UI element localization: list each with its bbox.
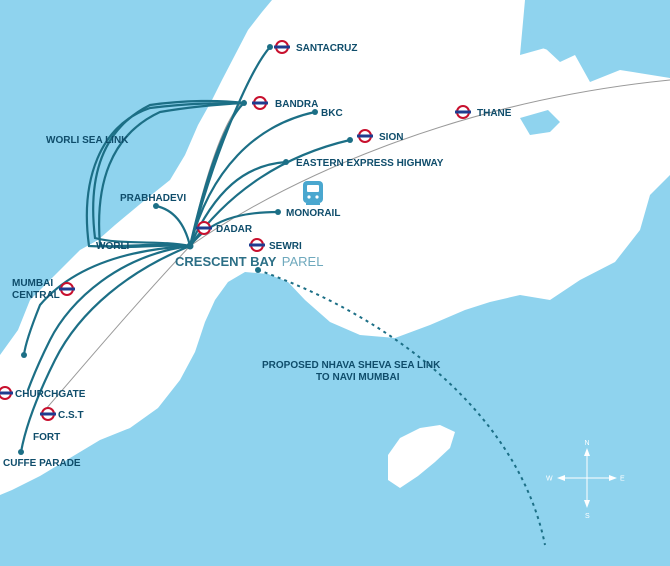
label-sewri: SEWRI xyxy=(269,241,302,252)
label-proposed-line2: TO NAVI MUMBAI xyxy=(316,372,400,383)
label-bandra: BANDRA xyxy=(275,99,318,110)
label-churchgate: CHURCHGATE xyxy=(15,389,86,400)
rail-station-icon xyxy=(59,282,75,296)
label-proposed-line1: PROPOSED NHAVA SHEVA SEA LINK xyxy=(262,360,441,371)
label-eastern-express-highway: EASTERN EXPRESS HIGHWAY xyxy=(296,158,444,169)
proposed-sea-link-route xyxy=(257,269,546,546)
route-worli-sea-link-3 xyxy=(98,101,246,249)
rail-station-icon xyxy=(455,105,471,119)
label-fort: FORT xyxy=(33,432,60,443)
route-endpoints xyxy=(18,44,353,455)
label-worli: WORLI xyxy=(96,241,130,252)
route-worli-sea-link-2 xyxy=(85,101,246,248)
compass-s: S xyxy=(585,513,590,520)
route-bkc xyxy=(188,110,317,248)
hub-title: CRESCENT BAY xyxy=(175,254,277,269)
rail-station-icons xyxy=(0,40,471,421)
route-worli-sea-link-1 xyxy=(92,99,246,248)
highway-south xyxy=(44,245,191,411)
compass-e: E xyxy=(620,476,625,483)
route-prabhadevi xyxy=(154,204,192,248)
label-sion: SION xyxy=(379,132,403,143)
route-cuffe-parade xyxy=(19,244,192,454)
rail-station-icon xyxy=(274,40,290,54)
island xyxy=(388,425,455,488)
label-monorail: MONORAIL xyxy=(286,208,340,219)
rail-station-icon xyxy=(252,96,268,110)
label-prabhadevi: PRABHADEVI xyxy=(120,193,186,204)
creek-inlet xyxy=(520,110,560,135)
route-mumbai-central xyxy=(22,244,192,357)
mainland xyxy=(0,0,670,495)
rail-station-icon xyxy=(196,221,212,235)
label-cst: C.S.T xyxy=(58,410,84,421)
creek xyxy=(525,0,560,50)
route-monorail xyxy=(188,210,280,248)
compass-n: N xyxy=(585,440,590,447)
label-thane: THANE xyxy=(477,108,512,119)
rail-station-icon xyxy=(357,129,373,143)
label-worli-sea-link: WORLI SEA LINK xyxy=(46,135,129,146)
label-cuffe-parade: CUFFE PARADE xyxy=(3,458,81,469)
label-bkc: BKC xyxy=(321,108,343,119)
monorail-train-icon xyxy=(303,181,323,205)
rail-station-icon xyxy=(249,238,265,252)
label-mumbai: MUMBAI xyxy=(12,278,53,289)
route-bandra xyxy=(188,101,246,248)
route-churchgate xyxy=(26,244,192,392)
compass-rose-icon: N S E W xyxy=(546,440,625,520)
label-central: CENTRAL xyxy=(12,290,60,301)
hub-name: CRESCENT BAY PAREL xyxy=(175,254,323,269)
rail-station-icon xyxy=(0,386,13,400)
rail-station-icon xyxy=(40,407,56,421)
compass-w: W xyxy=(546,476,553,483)
label-dadar: DADAR xyxy=(216,224,253,235)
hub-locality: PAREL xyxy=(282,254,324,269)
routes xyxy=(19,45,352,454)
label-santacruz: SANTACRUZ xyxy=(296,43,357,54)
